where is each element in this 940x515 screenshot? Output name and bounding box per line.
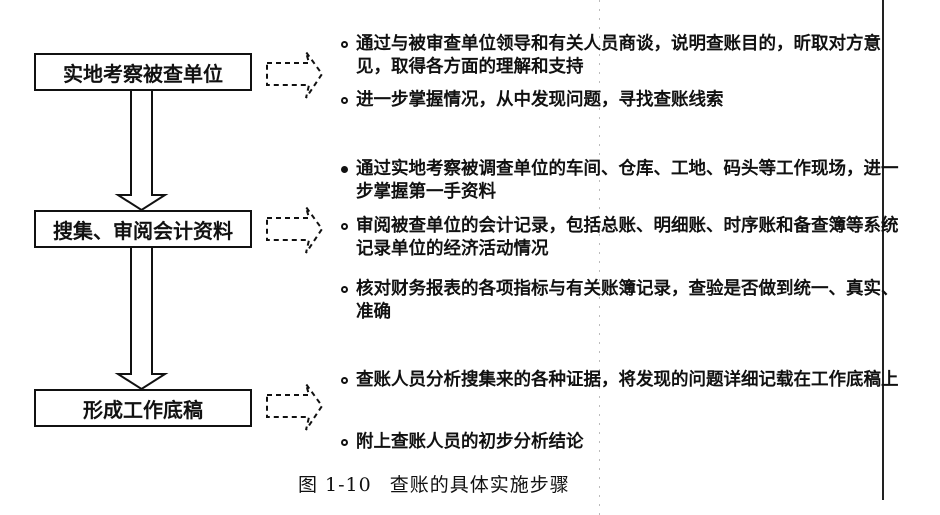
page-edge-line (882, 0, 884, 500)
dashed-arrow-1 (266, 51, 324, 99)
step-box-3: 形成工作底稿 (34, 389, 252, 427)
bullet-icon (341, 286, 348, 293)
bullet-icon (341, 439, 348, 446)
detail-item: 通过与被审查单位领导和有关人员商谈，说明查账目的，昕取对方意见，取得各方面的理解… (340, 33, 900, 79)
figure-title: 查账的具体实施步骤 (389, 474, 570, 496)
bullet-icon (341, 223, 348, 230)
bullet-icon (341, 166, 348, 173)
detail-item: 查账人员分析搜集来的各种证据，将发现的问题详细记载在工作底稿上 (340, 369, 900, 392)
down-arrow-1 (114, 91, 169, 212)
step-label-3: 形成工作底稿 (83, 397, 203, 422)
bullet-icon (341, 377, 348, 384)
detail-item: 通过实地考察被调查单位的车间、仓库、工地、码头等工作现场，进一步掌握第一手资料 (340, 158, 900, 204)
step-label-1: 实地考察被查单位 (63, 61, 223, 86)
detail-item: 进一步掌握情况，从中发现问题，寻找查账线索 (340, 89, 900, 112)
bullet-icon (341, 41, 348, 48)
figure-number: 图 1-10 (298, 474, 372, 496)
bullet-icon (341, 97, 348, 104)
step-box-2: 搜集、审阅会计资料 (34, 210, 252, 248)
detail-item: 核对财务报表的各项指标与有关账簿记录，查验是否做到统一、真实、准确 (340, 278, 900, 324)
faint-fold-line (599, 0, 600, 515)
dashed-arrow-3 (266, 383, 324, 431)
step-box-1: 实地考察被查单位 (34, 53, 252, 91)
detail-item: 附上查账人员的初步分析结论 (340, 431, 900, 454)
detail-item: 审阅被查单位的会计记录，包括总账、明细账、时序账和备查簿等系统记录单位的经济活动… (340, 215, 900, 261)
dashed-arrow-2 (266, 206, 324, 254)
figure-caption: 图 1-10 查账的具体实施步骤 (298, 470, 570, 497)
down-arrow-2 (114, 248, 169, 391)
step-label-2: 搜集、审阅会计资料 (53, 218, 233, 243)
